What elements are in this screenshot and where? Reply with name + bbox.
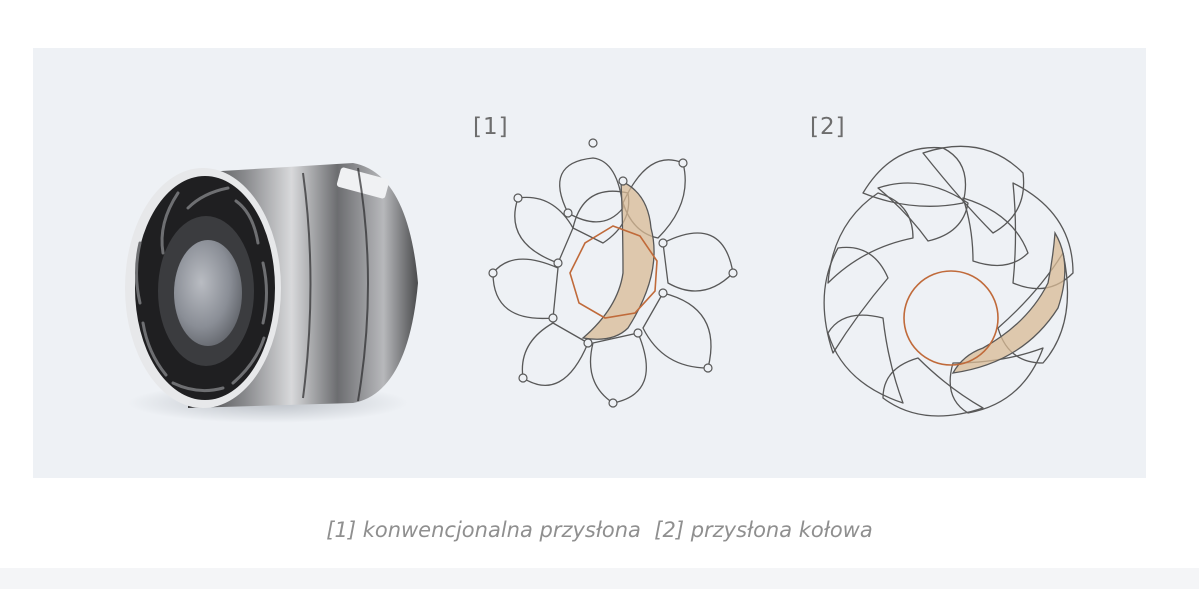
circular-aperture-diagram (823, 145, 1074, 417)
bottom-band (0, 568, 1199, 589)
conventional-aperture-diagram (488, 138, 738, 408)
diagram-label-2: [2] (810, 114, 846, 140)
figure-caption: [1] konwencjonalna przysłona [2] przysło… (326, 518, 873, 542)
illustration-panel: [1] [2] (33, 48, 1146, 478)
lens-barrel-icon (125, 163, 418, 423)
diagram-label-1: [1] (473, 114, 509, 140)
